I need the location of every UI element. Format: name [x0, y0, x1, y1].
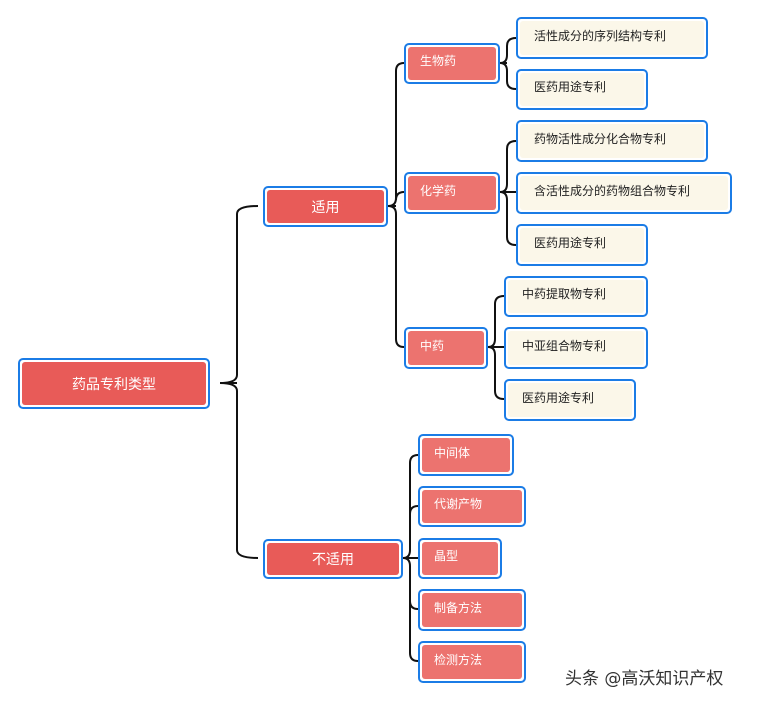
node-detection-method[interactable]: 检测方法	[418, 641, 526, 683]
connector-tcm	[487, 295, 505, 400]
leaf-biologic-use[interactable]: 医药用途专利	[516, 69, 648, 110]
watermark: 头条 @高沃知识产权	[565, 669, 724, 689]
node-not-applicable[interactable]: 不适用	[263, 539, 403, 579]
node-preparation-method[interactable]: 制备方法	[418, 589, 526, 631]
connector-biologic	[499, 37, 517, 90]
leaf-chemical-compound[interactable]: 药物活性成分化合物专利	[516, 120, 708, 162]
connector-chemical	[499, 140, 517, 246]
leaf-tcm-use[interactable]: 医药用途专利	[504, 379, 636, 421]
leaf-tcm-composition[interactable]: 中亚组合物专利	[504, 327, 648, 369]
leaf-chemical-composition[interactable]: 含活性成分的药物组合物专利	[516, 172, 732, 214]
node-tcm[interactable]: 中药	[404, 327, 488, 369]
leaf-chemical-use[interactable]: 医药用途专利	[516, 224, 648, 266]
connector-not-applicable	[402, 454, 419, 662]
root-node[interactable]: 药品专利类型	[18, 358, 210, 409]
connector-applicable	[387, 62, 405, 348]
node-crystal-form[interactable]: 晶型	[418, 538, 502, 579]
node-metabolite[interactable]: 代谢产物	[418, 486, 526, 527]
node-applicable[interactable]: 适用	[263, 186, 388, 227]
leaf-biologic-sequence[interactable]: 活性成分的序列结构专利	[516, 17, 708, 59]
node-biologic[interactable]: 生物药	[404, 43, 500, 84]
connector-root	[219, 205, 259, 559]
node-chemical[interactable]: 化学药	[404, 172, 500, 214]
leaf-tcm-extract[interactable]: 中药提取物专利	[504, 276, 648, 317]
node-intermediate[interactable]: 中间体	[418, 434, 514, 476]
